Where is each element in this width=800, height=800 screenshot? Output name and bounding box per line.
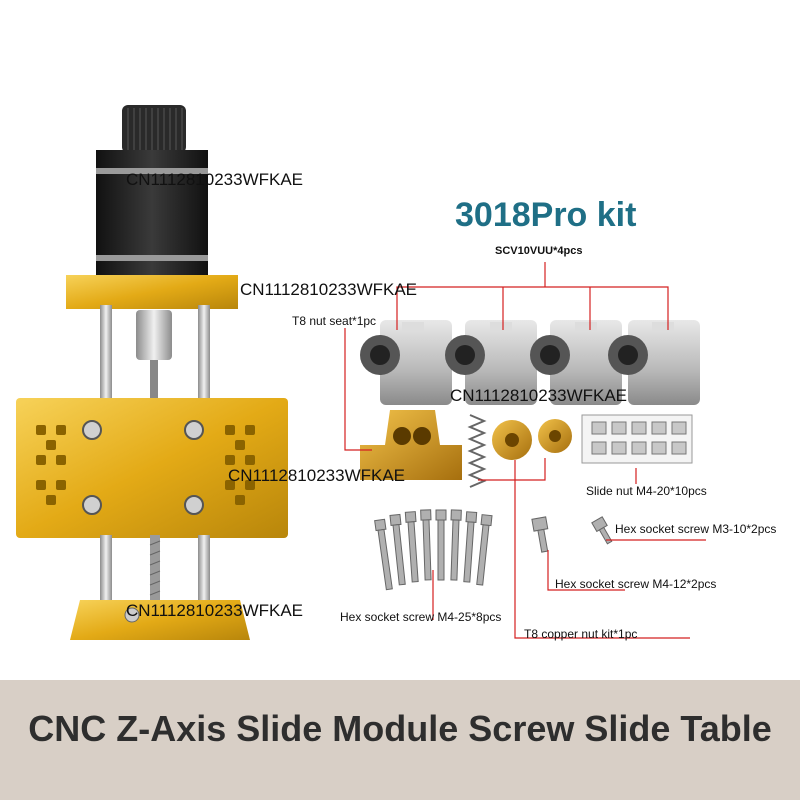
t8-copper-nut-label: T8 copper nut kit*1pc [524, 627, 638, 641]
footer-banner [0, 680, 800, 800]
watermark: CN1112810233WFKAE [126, 170, 304, 189]
spring [467, 414, 487, 488]
footer-title: CNC Z-Axis Slide Module Screw Slide Tabl… [28, 708, 772, 749]
watermark: CN1112810233WFKAE [126, 601, 304, 620]
bearing-blocks [360, 320, 700, 405]
hex-m4-25-label: Hex socket screw M4-25*8pcs [340, 610, 502, 624]
slide-nut-label: Slide nut M4-20*10pcs [586, 484, 707, 498]
watermark: CN1112810233WFKAE [240, 280, 418, 299]
product-illustration [16, 105, 706, 640]
z-axis-module [16, 105, 288, 640]
slide-nuts [581, 414, 693, 464]
t8-nut-seat [360, 410, 462, 480]
watermark: CN1112810233WFKAE [450, 386, 628, 405]
copper-nuts [492, 419, 572, 460]
long-screws [374, 509, 493, 591]
bearings-label: SCV10VUU*4pcs [495, 245, 583, 257]
kit-title: 3018Pro kit [455, 196, 637, 234]
hex-m4-12-label: Hex socket screw M4-12*2pcs [555, 577, 717, 591]
short-screws [531, 516, 613, 553]
hex-m3-10-label: Hex socket screw M3-10*2pcs [615, 522, 777, 536]
watermark: CN1112810233WFKAE [228, 466, 406, 485]
leader-lines [344, 262, 706, 639]
t8-nut-seat-label: T8 nut seat*1pc [292, 314, 377, 328]
